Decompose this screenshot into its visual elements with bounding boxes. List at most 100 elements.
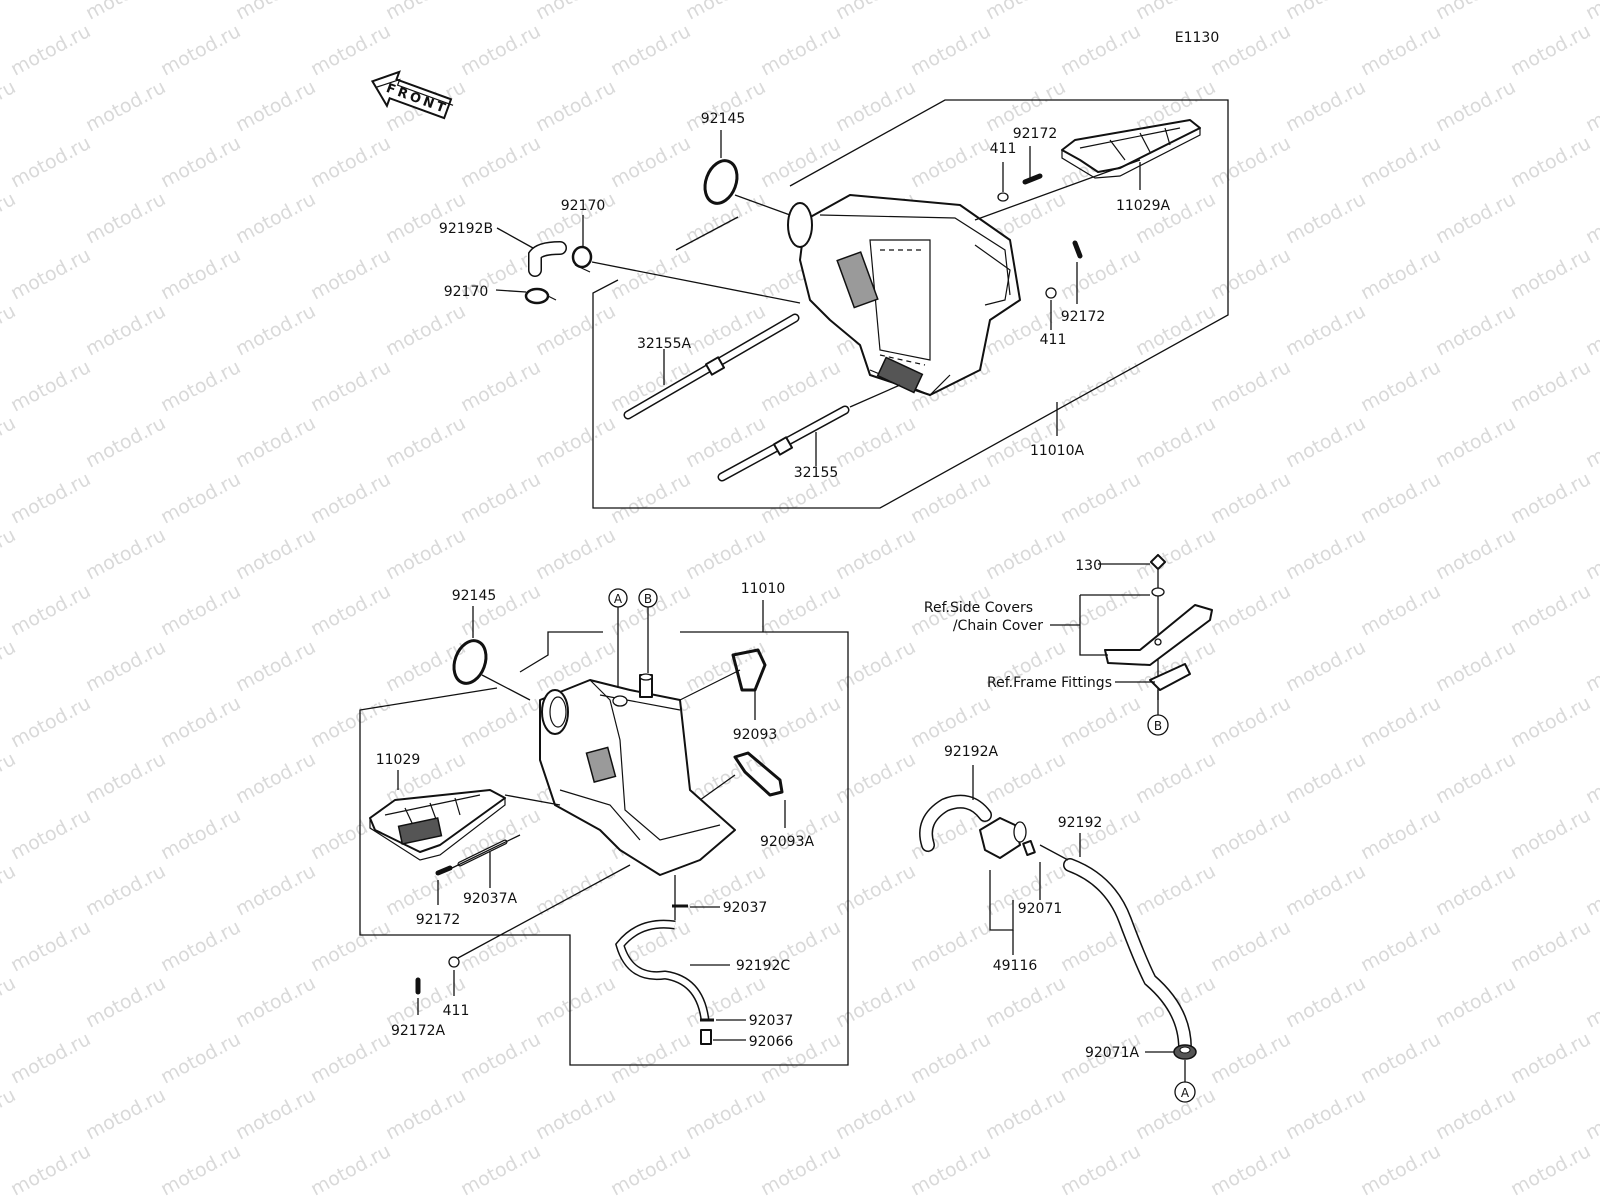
watermark-text: motod.ru xyxy=(0,972,19,1032)
watermark-text: motod.ru xyxy=(382,0,469,24)
label-ref-frame: Ref.Frame Fittings xyxy=(987,675,1112,691)
bracket-assembly: 130 Ref.Side Covers /Chain Cover Ref.Fra… xyxy=(924,553,1213,700)
air-box-housing-top xyxy=(787,194,1021,396)
watermark-text: motod.ru xyxy=(832,76,919,136)
tube-leader xyxy=(849,384,901,408)
label-92170-top: 92170 xyxy=(561,198,606,214)
clamp-92037-lower: 92037 xyxy=(700,1013,793,1029)
label-11029A: 11029A xyxy=(1116,198,1171,214)
watermark-text: motod.ru xyxy=(832,860,919,920)
watermark-text: motod.ru xyxy=(457,468,544,528)
screw-92172-mid: 92172 xyxy=(1061,240,1105,325)
watermark-text: motod.ru xyxy=(157,468,244,528)
label-32155A: 32155A xyxy=(637,336,692,352)
label-92172A: 92172A xyxy=(391,1023,446,1039)
label-92066: 92066 xyxy=(749,1034,794,1050)
watermark-text: motod.ru xyxy=(682,300,769,360)
watermark-text: motod.ru xyxy=(1507,468,1594,528)
callout-B-top: B xyxy=(638,588,658,673)
watermark-text: motod.ru xyxy=(82,972,169,1032)
watermark-text: motod.ru xyxy=(1432,0,1519,24)
label-92192: 92192 xyxy=(1058,815,1103,831)
watermark-text: motod.ru xyxy=(307,692,394,752)
watermark-text: motod.ru xyxy=(832,636,919,696)
watermark-text: motod.ru xyxy=(0,524,19,584)
watermark-text: motod.ru xyxy=(382,412,469,472)
grommet-92071A: 92071A xyxy=(1085,1044,1197,1082)
watermark-text: motod.ru xyxy=(1207,692,1294,752)
watermark-text: motod.ru xyxy=(82,0,169,24)
watermark-text: motod.ru xyxy=(7,804,94,864)
watermark-text: motod.ru xyxy=(682,76,769,136)
watermark-text: motod.ru xyxy=(832,748,919,808)
watermark-text: motod.ru xyxy=(1057,1140,1144,1200)
watermark-text: motod.ru xyxy=(982,0,1069,24)
watermark-text: motod.ru xyxy=(232,300,319,360)
gasket-92093: 92093 xyxy=(731,648,777,743)
watermark-text: motod.ru xyxy=(1507,692,1594,752)
watermark-text: motod.ru xyxy=(457,1028,544,1088)
watermark-text: motod.ru xyxy=(7,580,94,640)
watermark-text: motod.ru xyxy=(232,748,319,808)
callout-B-bracket: B xyxy=(1147,690,1169,736)
watermark-text: motod.ru xyxy=(0,300,19,360)
watermark-text: motod.ru xyxy=(1357,692,1444,752)
clamp-92037-upper: 92037 xyxy=(672,900,767,916)
watermark-text: motod.ru xyxy=(757,20,844,80)
callout-A-bottom: A xyxy=(1174,1081,1196,1103)
watermark-text: motod.ru xyxy=(1207,20,1294,80)
watermark-text: motod.ru xyxy=(907,132,994,192)
watermark-text: motod.ru xyxy=(757,132,844,192)
watermark-text: motod.ru xyxy=(1507,916,1594,976)
callout-11010A: 11010A xyxy=(1030,402,1084,459)
watermark-text: motod.ru xyxy=(982,524,1069,584)
watermark-text: motod.ru xyxy=(457,692,544,752)
watermark-text: motod.ru xyxy=(7,468,94,528)
label-11029: 11029 xyxy=(376,752,421,768)
watermark-text: motod.ru xyxy=(607,1028,694,1088)
watermark-text: motod.ru xyxy=(1582,748,1600,808)
watermark-text: motod.ru xyxy=(1282,748,1369,808)
watermark-text: motod.ru xyxy=(82,748,169,808)
watermark-text: motod.ru xyxy=(457,356,544,416)
watermark-text: motod.ru xyxy=(682,1084,769,1144)
watermark-text: motod.ru xyxy=(0,188,19,248)
watermark-text: motod.ru xyxy=(457,20,544,80)
watermark-text: motod.ru xyxy=(1057,804,1144,864)
watermark-text: motod.ru xyxy=(832,412,919,472)
watermark-text: motod.ru xyxy=(157,356,244,416)
watermark-text: motod.ru xyxy=(832,524,919,584)
watermark-text: motod.ru xyxy=(307,916,394,976)
label-130: 130 xyxy=(1075,558,1102,574)
watermark-text: motod.ru xyxy=(907,916,994,976)
watermark-text: motod.ru xyxy=(832,972,919,1032)
watermark-text: motod.ru xyxy=(7,1028,94,1088)
watermark-text: motod.ru xyxy=(1057,244,1144,304)
watermark-text: motod.ru xyxy=(307,132,394,192)
watermark-text: motod.ru xyxy=(457,132,544,192)
watermark-text: motod.ru xyxy=(1582,524,1600,584)
oring-92145-bottom: 92145 xyxy=(452,588,531,701)
label-411-top: 411 xyxy=(990,141,1017,157)
watermark-text: motod.ru xyxy=(1057,20,1144,80)
watermark-text: motod.ru xyxy=(1507,20,1594,80)
label-92172-bottom: 92172 xyxy=(416,912,461,928)
watermark-text: motod.ru xyxy=(1582,76,1600,136)
watermark-text: motod.ru xyxy=(82,188,169,248)
air-box-housing-bottom xyxy=(539,669,741,876)
watermark-text: motod.ru xyxy=(1432,1084,1519,1144)
watermark-text: motod.ru xyxy=(82,636,169,696)
watermark-text: motod.ru xyxy=(157,1140,244,1200)
washer-411-bottom: 411 xyxy=(443,864,631,1019)
hose-92192: 92192 xyxy=(1039,815,1192,1055)
clamp-92170-top: 92170 xyxy=(561,198,801,304)
label-92192A: 92192A xyxy=(944,744,999,760)
watermark-text: motod.ru xyxy=(1357,132,1444,192)
watermark-text: motod.ru xyxy=(232,76,319,136)
watermark-text: motod.ru xyxy=(1357,804,1444,864)
watermark-text: motod.ru xyxy=(757,356,844,416)
watermark-text: motod.ru xyxy=(82,76,169,136)
watermark-text: motod.ru xyxy=(457,1140,544,1200)
watermark-text: motod.ru xyxy=(607,1140,694,1200)
watermark-text: motod.ru xyxy=(1507,132,1594,192)
